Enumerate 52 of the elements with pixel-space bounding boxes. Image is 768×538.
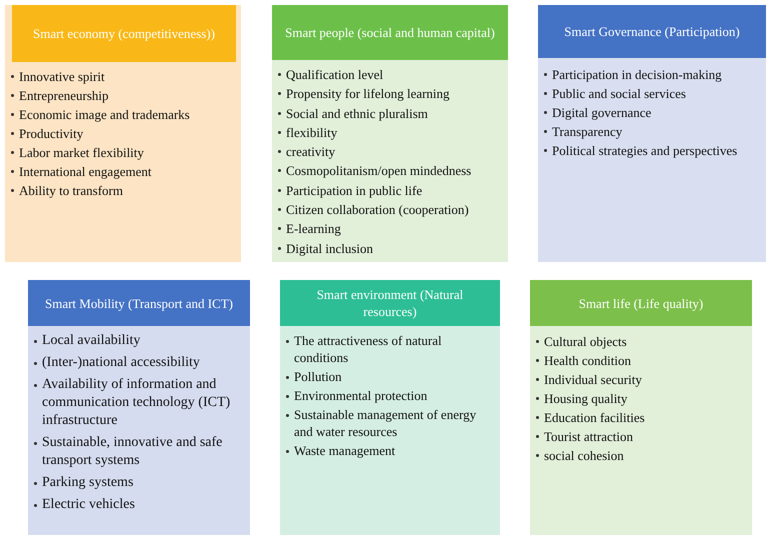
list-item: Citizen collaboration (cooperation) [286,201,469,220]
list-item: Electric vehicles [42,496,135,514]
list-item: flexibility [286,124,338,142]
list-item: Sustainable management of energy and water resources [294,406,478,440]
list-item: Social and ethnic pluralism [286,104,428,123]
list-item: Qualification level [286,66,384,84]
list-item: E-learning [286,220,341,238]
list-item: social cohesion [544,447,624,465]
list-item: Ability to transform [19,182,123,200]
list-item: Productivity [19,125,84,143]
category-card [280,280,500,535]
list-item: Innovative spirit [19,68,105,86]
list-item: Participation in public life [286,182,422,200]
card-header: Smart Mobility (Transport and ICT) [28,280,250,326]
list-item: Political strategies and perspectives [552,142,738,160]
list-item: International engagement [19,163,152,181]
list-item: creativity [286,143,336,162]
category-card [530,280,752,535]
list-item: Cosmopolitanism/open mindedness [286,162,472,180]
card-header: Smart people (social and human capital) [272,5,508,60]
list-item: Parking systems [42,474,134,492]
list-item: Cultural objects [544,333,627,351]
list-item: Public and social services [552,85,686,103]
list-item: Tourist attraction [544,428,633,446]
category-card [28,280,250,535]
list-item: (Inter-)national accessibility [42,354,200,372]
list-item: Health condition [544,352,632,370]
list-item: Economic image and trademarks [19,106,190,124]
card-header: Smart life (Life quality) [530,280,752,326]
list-item: Pollution [294,368,342,385]
list-item: Digital inclusion [286,240,374,258]
list-item: Local availability [42,332,140,350]
list-item: Digital governance [552,104,652,122]
category-card [5,5,241,262]
list-item: Propensity for lifelong learning [286,85,450,104]
list-item: Individual security [544,371,642,389]
card-header: Smart Governance (Participation) [538,5,766,58]
list-item: The attractiveness of natural conditions [294,332,443,366]
card-header: Smart environment (Natural resources) [280,280,500,326]
list-item: Housing quality [544,390,628,408]
list-item: Availability of information and communication technology (ICT) infrastructure [42,376,232,430]
category-card [272,5,508,262]
list-item: Labor market flexibility [19,144,144,162]
list-item: Education facilities [544,409,645,427]
card-header: Smart economy (competitiveness)) [12,5,236,62]
list-item: Participation in decision-making [552,66,722,84]
list-item: Transparency [552,123,622,141]
list-item: Entrepreneurship [19,87,109,105]
category-card [538,5,766,262]
list-item: Environmental protection [294,387,428,404]
list-item: Waste management [294,442,396,459]
list-item: Sustainable, innovative and safe transport systems [42,434,224,470]
